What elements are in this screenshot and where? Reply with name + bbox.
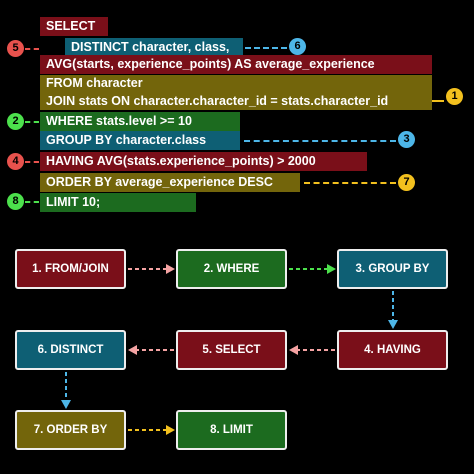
connector-5 xyxy=(25,48,39,50)
flow-distinct: 6. DISTINCT xyxy=(15,330,126,370)
badge-8: 8 xyxy=(7,193,24,210)
code-distinct: DISTINCT character, class, xyxy=(65,38,243,57)
code-where: WHERE stats.level >= 10 xyxy=(40,112,240,131)
code-from: FROM character xyxy=(40,75,432,92)
badge-7: 7 xyxy=(398,174,415,191)
badge-3: 3 xyxy=(398,131,415,148)
arrowhead-where xyxy=(166,264,175,274)
arrowhead-distinct xyxy=(128,345,137,355)
flow-order-by: 7. ORDER BY xyxy=(15,410,126,450)
flow-group-by: 3. GROUP BY xyxy=(337,249,448,289)
flow-select: 5. SELECT xyxy=(176,330,287,370)
code-order-by: ORDER BY average_experience DESC xyxy=(40,173,300,192)
connector-6 xyxy=(245,47,287,49)
arrowhead-having xyxy=(388,320,398,329)
connector-4 xyxy=(25,161,39,163)
badge-1: 1 xyxy=(446,88,463,105)
arrowhead-group xyxy=(327,264,336,274)
code-having: HAVING AVG(stats.experience_points) > 20… xyxy=(40,152,367,171)
arrowhead-select xyxy=(289,345,298,355)
badge-6: 6 xyxy=(289,38,306,55)
code-join: JOIN stats ON character.character_id = s… xyxy=(40,92,432,110)
arrowhead-order xyxy=(61,400,71,409)
connector-2 xyxy=(25,121,39,123)
flow-having: 4. HAVING xyxy=(337,330,448,370)
code-select: SELECT xyxy=(40,17,108,36)
connector-3 xyxy=(244,140,396,142)
arrowhead-limit xyxy=(166,425,175,435)
flow-where: 2. WHERE xyxy=(176,249,287,289)
flow-from-join: 1. FROM/JOIN xyxy=(15,249,126,289)
badge-4: 4 xyxy=(7,153,24,170)
connector-8 xyxy=(25,201,39,203)
badge-5: 5 xyxy=(7,40,24,57)
code-limit: LIMIT 10; xyxy=(40,193,196,212)
code-avg: AVG(starts, experience_points) AS averag… xyxy=(40,55,432,74)
badge-2: 2 xyxy=(7,113,24,130)
connector-1 xyxy=(432,100,444,102)
flow-limit: 8. LIMIT xyxy=(176,410,287,450)
connector-7 xyxy=(304,182,396,184)
code-group-by: GROUP BY character.class xyxy=(40,131,240,150)
